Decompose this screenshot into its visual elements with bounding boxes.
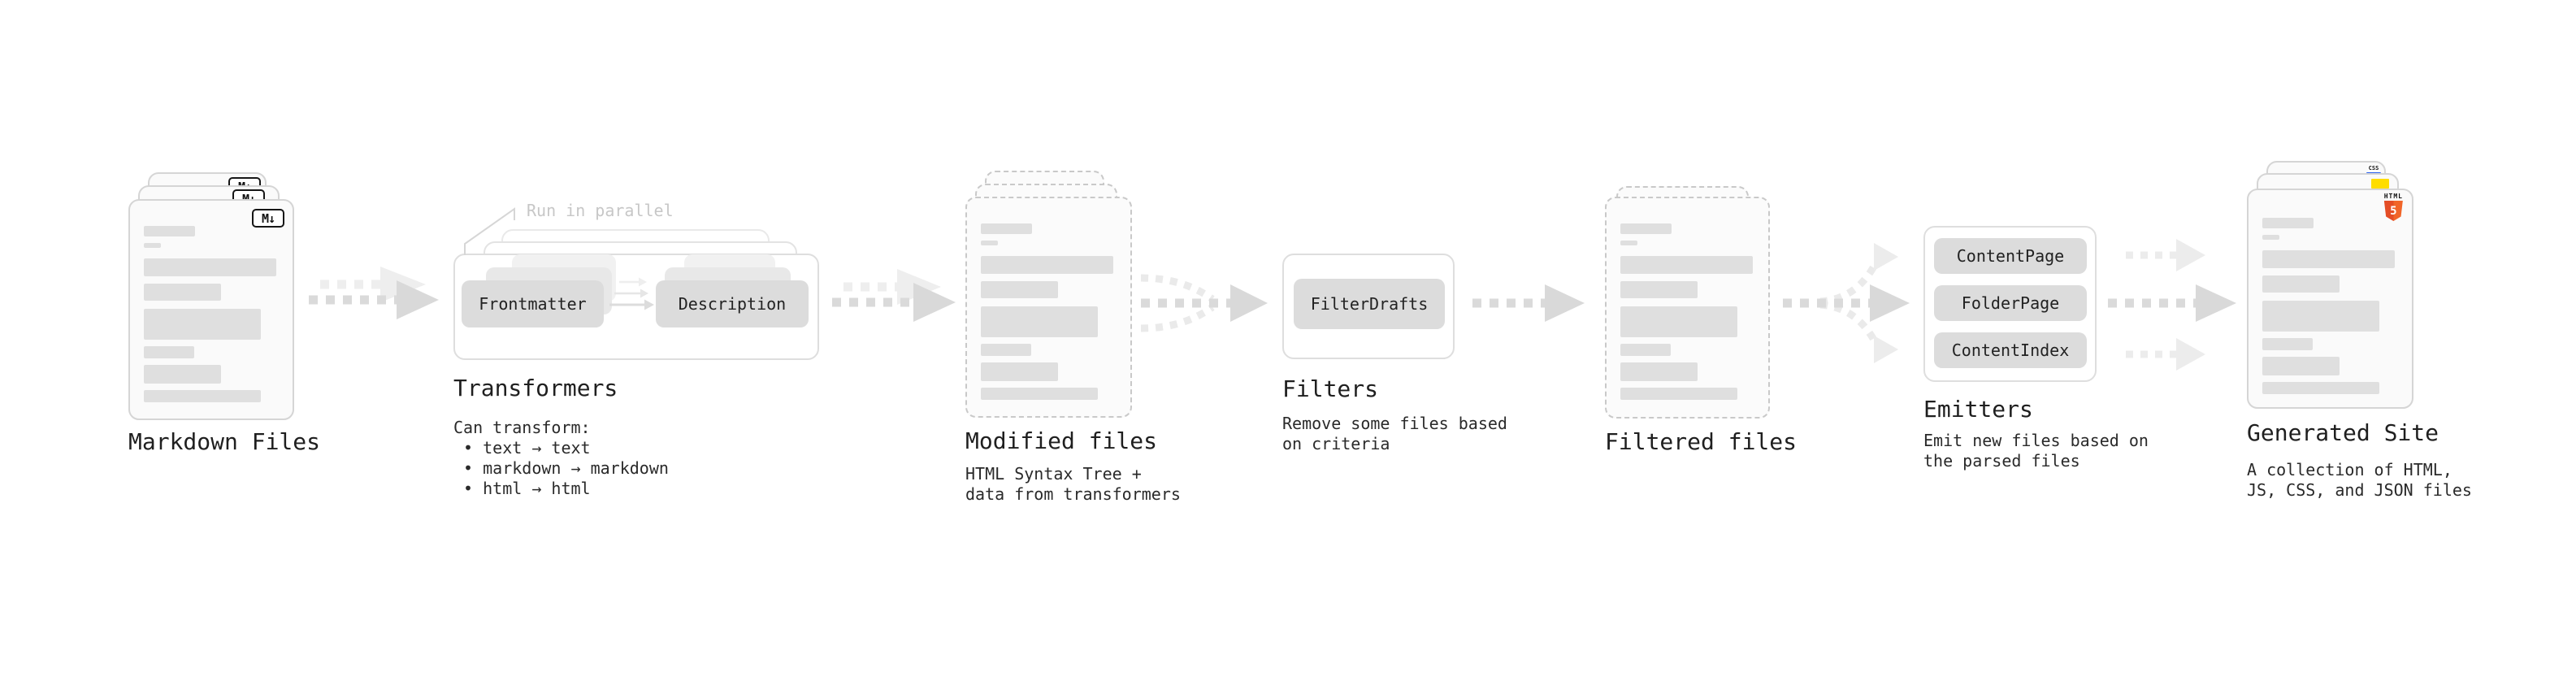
html5-icon-shield: 5 bbox=[2383, 201, 2403, 221]
document-placeholder-lines bbox=[2262, 218, 2395, 394]
transformers-note: Can transform: • text → text • markdown … bbox=[453, 418, 669, 498]
stage-title-emitters: Emitters bbox=[1923, 396, 2033, 423]
stage-title-filtered-files: Filtered files bbox=[1605, 428, 1798, 455]
contentpage-box: ContentPage bbox=[1934, 238, 2087, 274]
placeholder-line bbox=[2262, 301, 2379, 332]
filters-note: Remove some files based on criteria bbox=[1282, 414, 1507, 453]
document-placeholder-lines bbox=[981, 223, 1113, 400]
placeholder-line bbox=[2262, 382, 2379, 394]
placeholder-line bbox=[144, 365, 221, 384]
placeholder-line bbox=[1620, 344, 1671, 356]
modified-files-note: HTML Syntax Tree + data from transformer… bbox=[965, 464, 1181, 504]
placeholder-line bbox=[1620, 362, 1698, 381]
folderpage-box: FolderPage bbox=[1934, 285, 2087, 321]
placeholder-line bbox=[144, 390, 261, 402]
arrow-transformers-to-modified bbox=[832, 269, 956, 322]
document-placeholder-lines bbox=[144, 226, 276, 402]
stage-title-generated-site: Generated Site bbox=[2247, 419, 2439, 446]
arrow-filters-to-filtered bbox=[1472, 284, 1585, 322]
placeholder-line bbox=[2262, 357, 2340, 375]
html5-icon: HTML 5 bbox=[2384, 193, 2403, 221]
placeholder-line bbox=[2262, 275, 2340, 293]
placeholder-line bbox=[144, 309, 261, 340]
placeholder-line bbox=[144, 243, 161, 248]
placeholder-line bbox=[981, 388, 1098, 400]
placeholder-line bbox=[2262, 338, 2313, 350]
javascript-icon bbox=[2371, 179, 2389, 189]
placeholder-line bbox=[2262, 250, 2395, 268]
placeholder-line bbox=[144, 226, 195, 236]
placeholder-line bbox=[1620, 388, 1737, 400]
arrow-markdown-to-transformers bbox=[309, 267, 439, 319]
placeholder-line bbox=[1620, 256, 1753, 274]
placeholder-line bbox=[1620, 281, 1698, 298]
stage-title-filters: Filters bbox=[1282, 375, 1379, 402]
html5-icon-label: HTML bbox=[2383, 193, 2403, 200]
markdown-icon: M↓ bbox=[252, 209, 284, 228]
description-box: Description bbox=[656, 280, 809, 327]
placeholder-line bbox=[2262, 218, 2314, 228]
placeholder-line bbox=[981, 223, 1032, 234]
placeholder-line bbox=[981, 241, 998, 245]
placeholder-line bbox=[144, 346, 194, 358]
placeholder-line bbox=[1620, 241, 1637, 245]
placeholder-line bbox=[981, 344, 1031, 356]
placeholder-line bbox=[981, 306, 1098, 337]
arrow-filtered-to-emitters-split bbox=[1783, 243, 1910, 363]
placeholder-line bbox=[981, 362, 1058, 381]
contentindex-box: ContentIndex bbox=[1934, 332, 2087, 368]
placeholder-line bbox=[144, 258, 276, 276]
placeholder-line bbox=[1620, 223, 1672, 234]
frontmatter-box: Frontmatter bbox=[462, 280, 604, 327]
css-icon-label: CSS bbox=[2367, 165, 2380, 171]
placeholder-line bbox=[981, 281, 1058, 298]
stage-title-markdown-files: Markdown Files bbox=[128, 428, 321, 455]
arrow-modified-to-filters-merge bbox=[1140, 274, 1268, 332]
filterdrafts-box: FilterDrafts bbox=[1294, 279, 1445, 329]
placeholder-line bbox=[1620, 306, 1737, 337]
generated-site-note: A collection of HTML, JS, CSS, and JSON … bbox=[2247, 460, 2472, 500]
document-placeholder-lines bbox=[1620, 223, 1753, 400]
emitters-note: Emit new files based on the parsed files bbox=[1923, 431, 2149, 471]
placeholder-line bbox=[981, 256, 1113, 274]
run-in-parallel-label: Run in parallel bbox=[527, 201, 674, 220]
stage-title-transformers: Transformers bbox=[453, 375, 618, 401]
arrows-emitters-to-generated bbox=[2108, 239, 2236, 371]
placeholder-line bbox=[2262, 235, 2279, 240]
placeholder-line bbox=[144, 284, 221, 301]
stage-title-modified-files: Modified files bbox=[965, 427, 1158, 454]
